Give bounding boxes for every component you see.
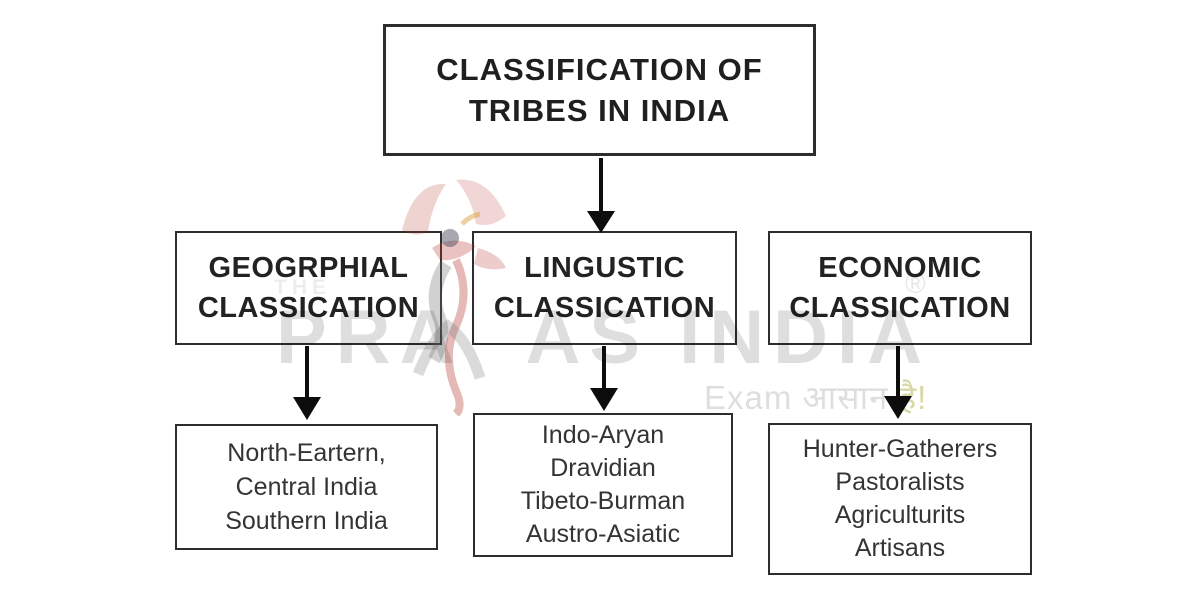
econ-item-agriculturists: Agriculturits (834, 501, 966, 529)
branch-box-economic-classification: ECONOMIC CLASSICATION (768, 231, 1032, 345)
items-box-linguistic: Indo-Aryan Dravidian Tibeto-Burman Austr… (473, 413, 733, 557)
branch-ling-header-line-2: CLASSICATION (493, 292, 716, 324)
branch-box-linguistic-classification: LINGUSTIC CLASSICATION (472, 231, 737, 345)
root-title-line-2: TRIBES IN INDIA (468, 93, 731, 128)
branch-ling-header-line-1: LINGUSTIC (524, 252, 685, 284)
branch-geo-header-line-2: CLASSICATION (197, 292, 420, 324)
arrowhead-econ (884, 396, 912, 419)
items-box-geographical: North-Eartern, Central India Southern In… (175, 424, 438, 550)
geo-item-southern-india: Southern India (225, 507, 388, 535)
branch-geo-header-line-1: GEOGRPHIAL (208, 252, 409, 284)
arrowhead-geo (293, 397, 321, 420)
geo-item-north-eastern: North-Eartern, (227, 439, 386, 467)
ling-item-tibeto-burman: Tibeto-Burman (520, 487, 686, 515)
branch-econ-header-line-2: CLASSICATION (789, 292, 1011, 324)
arrowhead-root-to-linguistic (587, 211, 615, 233)
econ-item-artisans: Artisans (854, 534, 946, 562)
econ-item-hunter-gatherers: Hunter-Gatherers (802, 435, 998, 463)
branch-box-geographical-classification: GEOGRPHIAL CLASSICATION (175, 231, 442, 345)
ling-item-dravidian: Dravidian (550, 454, 656, 482)
watermark-tagline-exam: Exam (704, 379, 803, 416)
watermark-tagline-hai: है! (898, 379, 928, 416)
ling-item-austro-asiatic: Austro-Asiatic (525, 520, 681, 548)
ling-item-indo-aryan: Indo-Aryan (541, 421, 665, 449)
items-box-economic: Hunter-Gatherers Pastoralists Agricultur… (768, 423, 1032, 575)
arrowhead-ling (590, 388, 618, 411)
branch-econ-header-line-1: ECONOMIC (818, 252, 982, 284)
root-title-line-1: CLASSIFICATION OF (436, 52, 763, 87)
watermark-tagline: Exam आसान है! (704, 374, 927, 419)
geo-item-central-india: Central India (235, 473, 378, 501)
watermark-tagline-aasaan: आसान (802, 379, 899, 416)
econ-item-pastoralists: Pastoralists (835, 468, 965, 496)
root-box-classification-of-tribes: CLASSIFICATION OF TRIBES IN INDIA (383, 24, 816, 156)
